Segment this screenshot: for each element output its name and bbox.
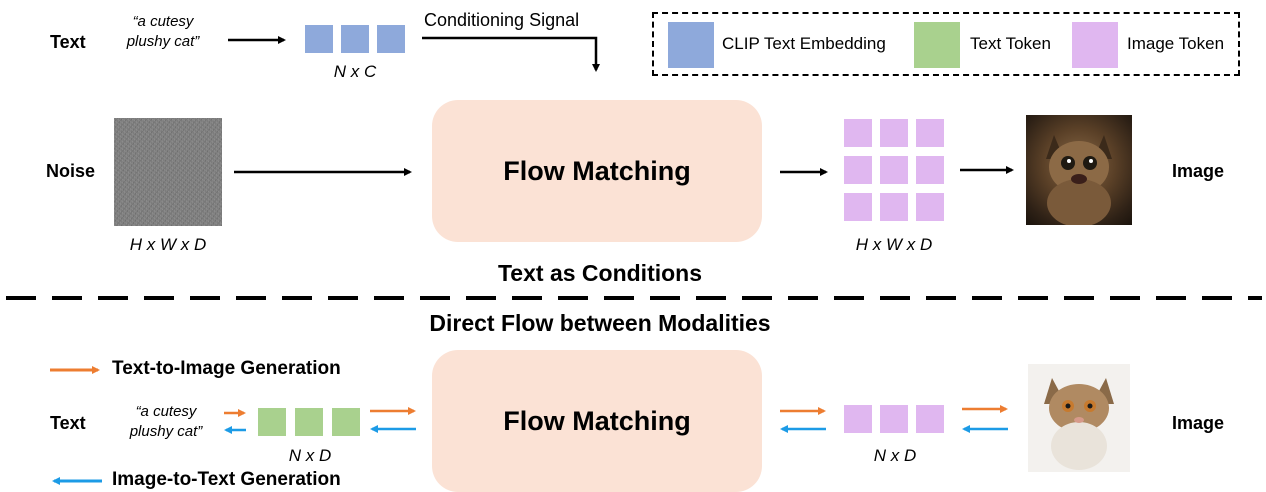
flow-matching-box-bottom: Flow Matching — [432, 350, 762, 492]
text-token-dim: N x D — [288, 446, 332, 465]
bottom-prompt-line-2: plushy cat” — [129, 423, 203, 440]
image-token — [916, 405, 944, 433]
noise-image — [114, 118, 222, 226]
clip-embedding-token — [305, 25, 333, 53]
legend-label-clip: CLIP Text Embedding — [722, 34, 886, 53]
image-token — [844, 119, 872, 147]
image-token-dim-top: H x W x D — [855, 235, 933, 254]
text-token — [295, 408, 323, 436]
bottom-prompt: “a cutesy plushy cat” — [112, 402, 220, 442]
image-token — [916, 156, 944, 184]
image-token — [844, 156, 872, 184]
bottom-prompt-line-1: “a cutesy — [135, 403, 197, 420]
bottom-text-label: Text — [50, 413, 86, 433]
legend-label-image-token: Image Token — [1127, 34, 1225, 53]
t2i-legend-label: Text-to-Image Generation — [112, 358, 341, 379]
legend-swatch-image-token — [1072, 22, 1118, 68]
image-token — [916, 119, 944, 147]
top-prompt: “a cutesy plushy cat” — [108, 12, 218, 52]
image-label-bottom: Image — [1172, 413, 1225, 433]
legend-swatch-clip — [668, 22, 714, 68]
flow-matching-label-top: Flow Matching — [503, 155, 691, 186]
cat-drawing-top — [1046, 135, 1112, 227]
flow-matching-label-bottom: Flow Matching — [503, 405, 691, 436]
legend-swatch-text-token — [914, 22, 960, 68]
image-token — [844, 193, 872, 221]
cat-image-top — [1026, 115, 1132, 227]
flow-matching-box-top: Flow Matching — [432, 100, 762, 242]
image-token — [880, 156, 908, 184]
noise-dim: H x W x D — [129, 235, 207, 254]
clip-embedding-token — [341, 25, 369, 53]
section-title-text-as-conditions: Text as Conditions — [497, 260, 703, 286]
section-title-direct-flow: Direct Flow between Modalities — [429, 310, 771, 336]
image-token — [880, 405, 908, 433]
clip-embedding-dim: N x C — [333, 62, 377, 81]
noise-label: Noise — [46, 161, 96, 181]
conditioning-signal-label: Conditioning Signal — [424, 10, 580, 30]
i2t-legend-label: Image-to-Text Generation — [112, 469, 341, 490]
cat-image-bottom — [1028, 364, 1130, 472]
text-token — [258, 408, 286, 436]
arrow-conditioning-signal — [422, 36, 600, 72]
image-token — [880, 119, 908, 147]
image-token — [880, 193, 908, 221]
top-prompt-line-1: “a cutesy — [132, 13, 194, 30]
legend: CLIP Text Embedding Text Token Image Tok… — [652, 12, 1240, 76]
cat-drawing-bottom — [1044, 378, 1114, 470]
image-label-top: Image — [1172, 161, 1225, 181]
text-token — [332, 408, 360, 436]
top-prompt-line-2: plushy cat” — [126, 33, 200, 50]
top-text-label: Text — [50, 32, 86, 52]
image-token — [844, 405, 872, 433]
image-token-dim-bottom: N x D — [873, 446, 917, 465]
image-token — [916, 193, 944, 221]
legend-label-text-token: Text Token — [970, 34, 1051, 53]
clip-embedding-token — [377, 25, 405, 53]
